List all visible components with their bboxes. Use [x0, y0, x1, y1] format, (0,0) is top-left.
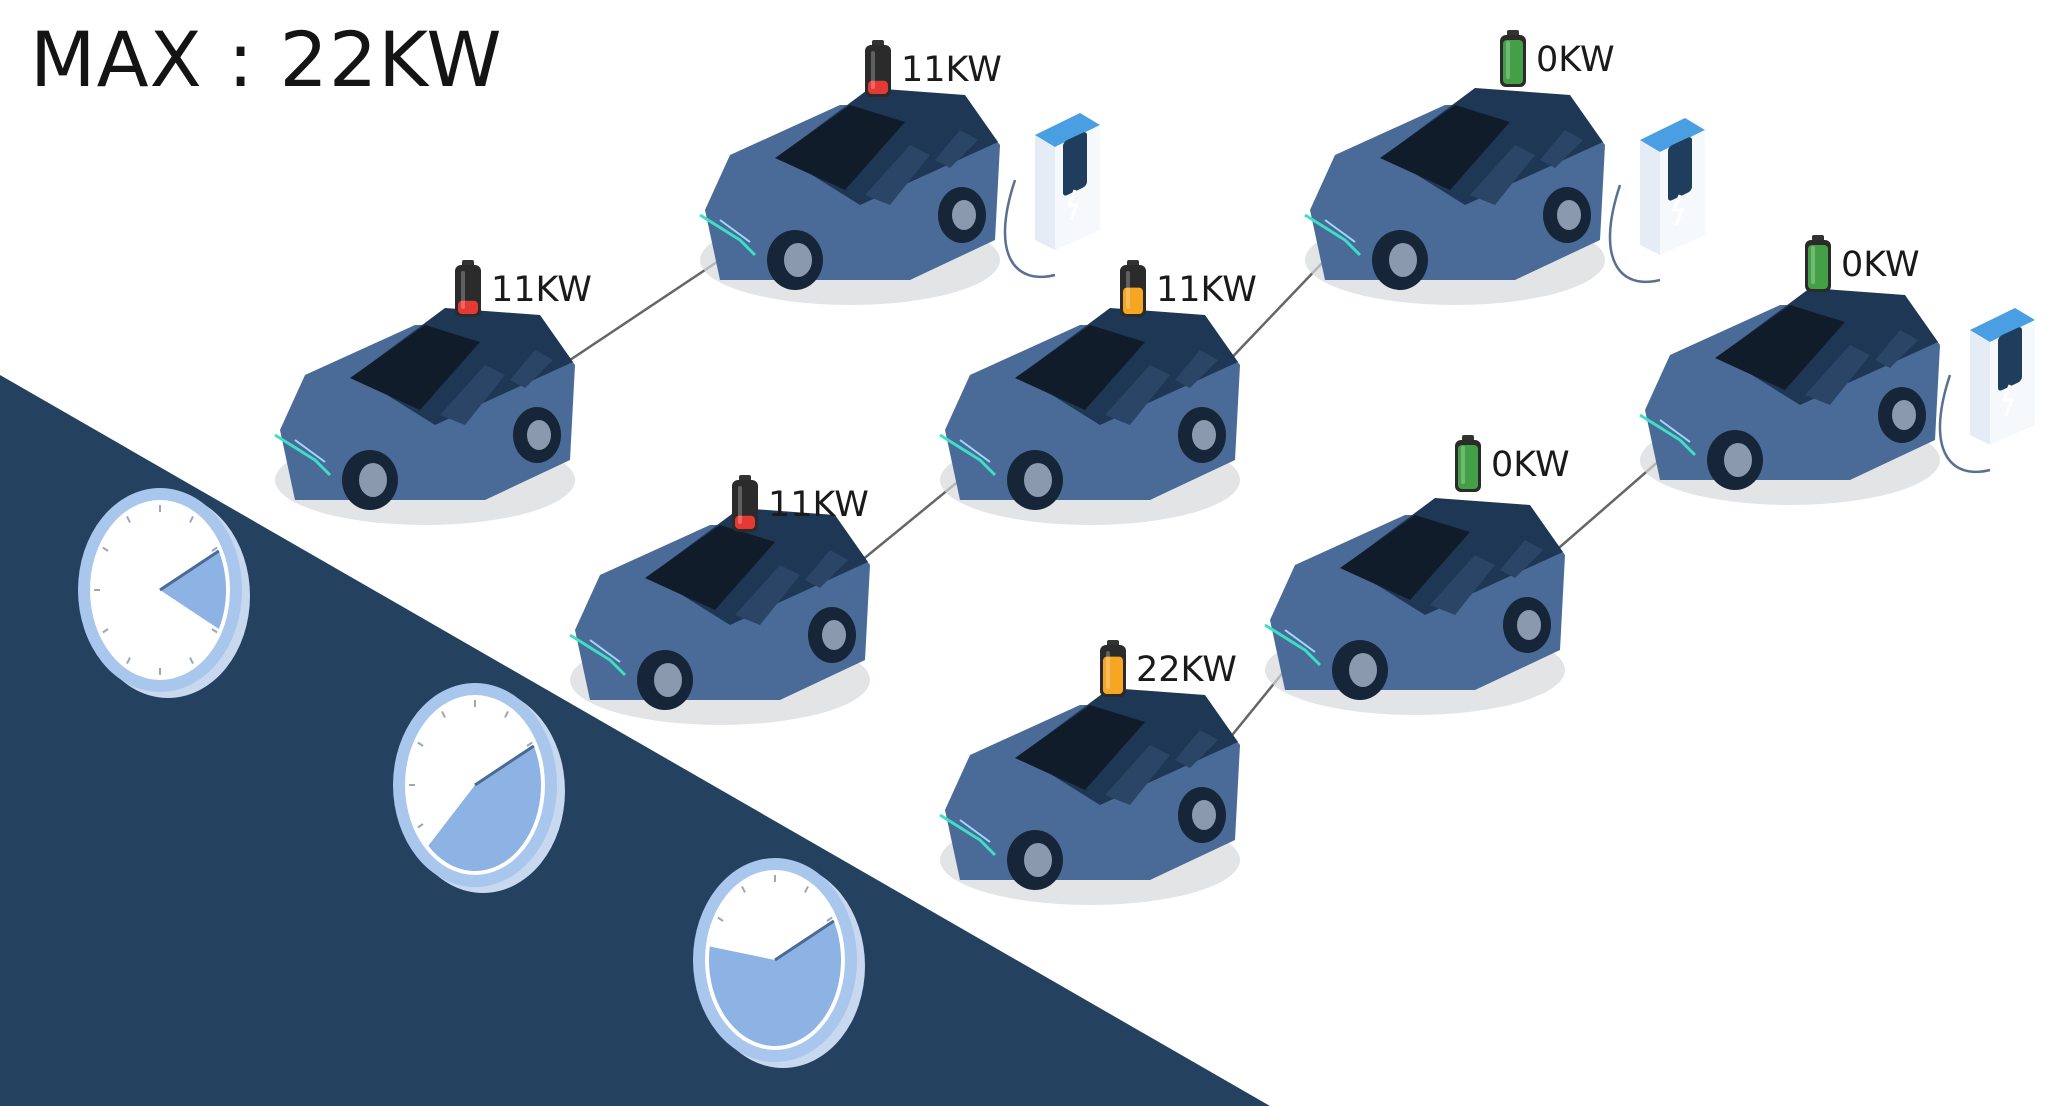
- car-5-power-label: 11KW: [768, 485, 869, 525]
- gauge-1: [78, 488, 250, 698]
- cable-2: [849, 479, 961, 571]
- cable-1: [554, 258, 721, 372]
- car-3-battery-icon: [1120, 260, 1146, 317]
- car-6: [1638, 286, 1942, 507]
- max-power-title: MAX : 22KW: [30, 15, 503, 104]
- charger-3: [1938, 306, 2037, 474]
- car-5-battery-icon: [732, 475, 758, 532]
- car-6-power-label: 0KW: [1841, 245, 1920, 285]
- gauge-3: [693, 858, 865, 1068]
- car-8-power-label: 22KW: [1136, 650, 1237, 690]
- car-2-battery-icon: [865, 40, 891, 97]
- car-4-power-label: 0KW: [1536, 40, 1615, 80]
- car-1-power-label: 11KW: [491, 270, 592, 310]
- car-7-power-label: 0KW: [1491, 445, 1570, 485]
- charger-1: [1003, 111, 1102, 279]
- car-4-battery-icon: [1500, 30, 1526, 87]
- car-2-power-label: 11KW: [901, 50, 1002, 90]
- car-2: [698, 86, 1002, 307]
- car-4: [1303, 86, 1607, 307]
- car-7: [1263, 496, 1567, 717]
- car-5: [568, 506, 872, 727]
- car-1-battery-icon: [455, 260, 481, 317]
- car-8: [938, 686, 1242, 907]
- gauge-3-fill: [709, 920, 842, 1046]
- car-3: [938, 306, 1242, 527]
- charger-2: [1608, 116, 1707, 284]
- car-7-battery-icon: [1455, 435, 1481, 492]
- car-8-battery-icon: [1100, 640, 1126, 697]
- car-1: [273, 306, 577, 527]
- dark-panel: [0, 375, 1270, 1106]
- car-6-battery-icon: [1805, 235, 1831, 292]
- cable-5: [1544, 459, 1661, 561]
- cable-3: [1219, 259, 1326, 371]
- gauge-2-fill: [428, 745, 541, 871]
- car-3-power-label: 11KW: [1156, 270, 1257, 310]
- gauge-2: [393, 683, 565, 893]
- gauge-1-fill: [160, 550, 227, 630]
